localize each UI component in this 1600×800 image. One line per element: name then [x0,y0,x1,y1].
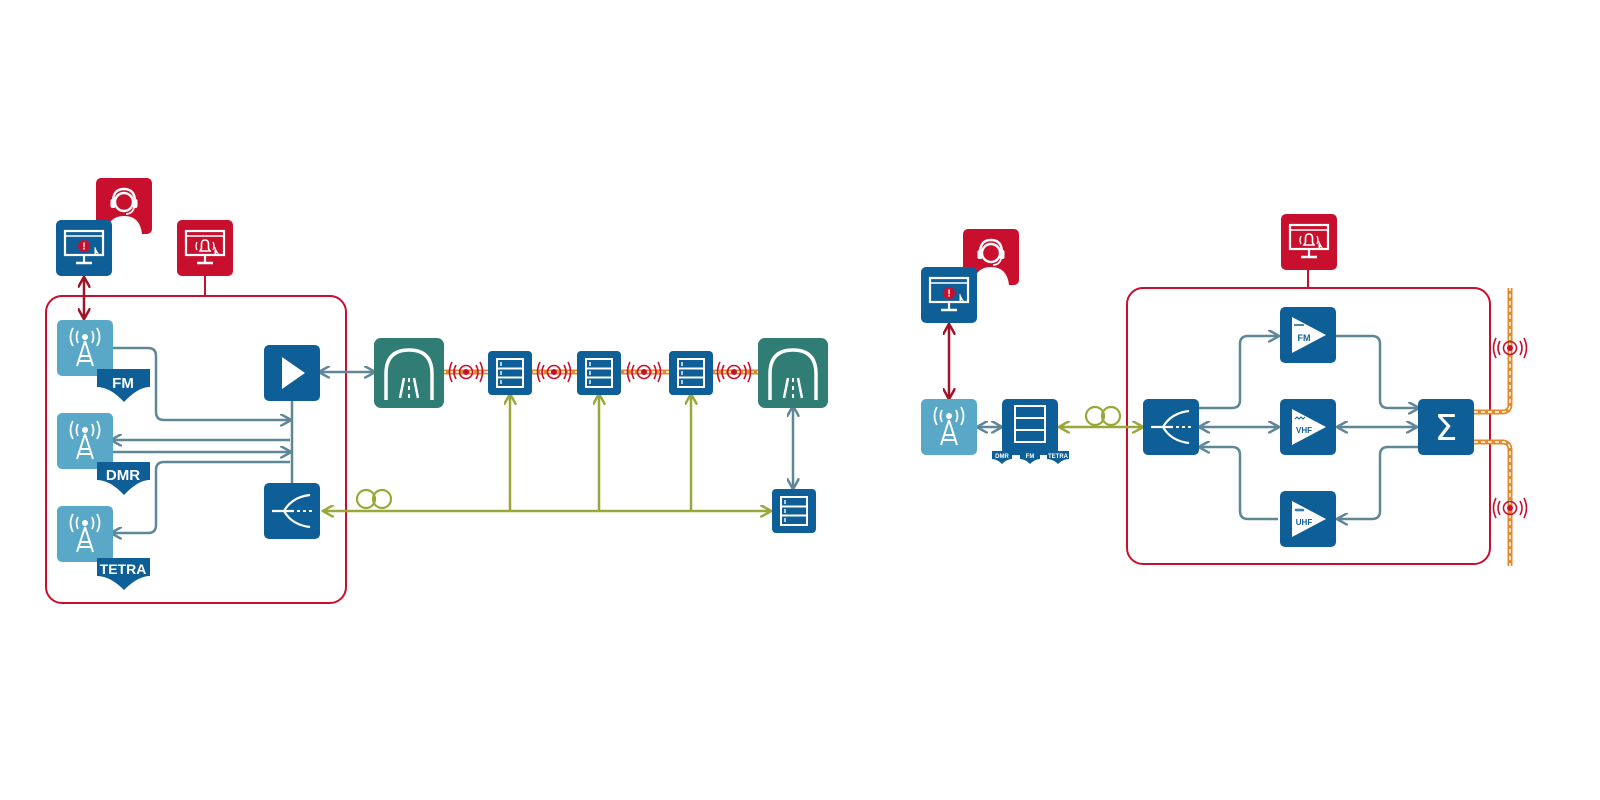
right-system: DMR FM TETRA FM VHF UHF Σ [919,212,1528,566]
base-station-dmr[interactable]: DMR [56,412,150,495]
antenna-mast-icon [56,412,114,470]
radiating-cable-icon [1492,497,1528,519]
tunnel-icon [372,336,446,410]
splitter-icon[interactable] [1141,397,1201,457]
alarm-monitor-icon[interactable] [919,265,979,325]
combiner-icon[interactable]: Σ [1418,399,1474,455]
fiber-coil-icon [1084,405,1122,427]
amplifier-label: UHF [1296,518,1313,527]
repeater-icon[interactable] [576,350,622,396]
antenna-mast-icon[interactable] [920,398,978,456]
right-radiating-cable [1474,288,1513,566]
antenna-mast-icon [56,505,114,563]
left-signal-lines [112,346,793,533]
repeater-icon[interactable] [668,350,714,396]
radiating-cable-icon [626,361,662,383]
radiating-cable-icon [1492,337,1528,359]
right-signal-lines [978,336,1418,519]
amplifier-label: FM [1298,333,1311,343]
receiver-label: TETRA [1048,454,1069,460]
base-station-tetra[interactable]: TETRA [56,505,150,590]
radiating-cable-icon [448,361,484,383]
receiver-label: FM [1026,454,1035,460]
radiating-cable-icon [716,361,752,383]
base-station-fm[interactable]: FM [56,319,150,402]
antenna-mast-icon [56,319,114,377]
alarm-monitor-icon[interactable] [54,218,114,278]
left-equipment-frame [45,295,347,604]
base-station-label: DMR [106,467,140,484]
multiband-repeater[interactable]: DMR FM TETRA [992,399,1069,464]
receiver-label: DMR [995,454,1009,460]
bell-alarm-monitor-icon[interactable] [1279,212,1339,272]
amplifier-fm[interactable]: FM [1280,307,1336,363]
combiner-symbol: Σ [1435,408,1458,449]
amplifier-label: VHF [1296,426,1312,435]
amplifier-icon[interactable] [264,345,320,401]
left-fiber-lines [324,395,770,511]
base-station-label: TETRA [100,561,147,577]
left-system: FM DMR TETRA [45,176,830,604]
amplifier-vhf[interactable]: VHF [1280,399,1336,455]
repeater-icon[interactable] [487,350,533,396]
tunnel-icon [756,336,830,410]
splitter-icon[interactable] [262,481,322,541]
fiber-coil-icon [355,488,393,510]
repeater-icon[interactable] [771,488,817,534]
base-station-label: FM [112,375,134,392]
bell-alarm-monitor-icon[interactable] [175,218,235,278]
amplifier-uhf[interactable]: UHF [1280,491,1336,547]
radiating-cable-icon [536,361,572,383]
